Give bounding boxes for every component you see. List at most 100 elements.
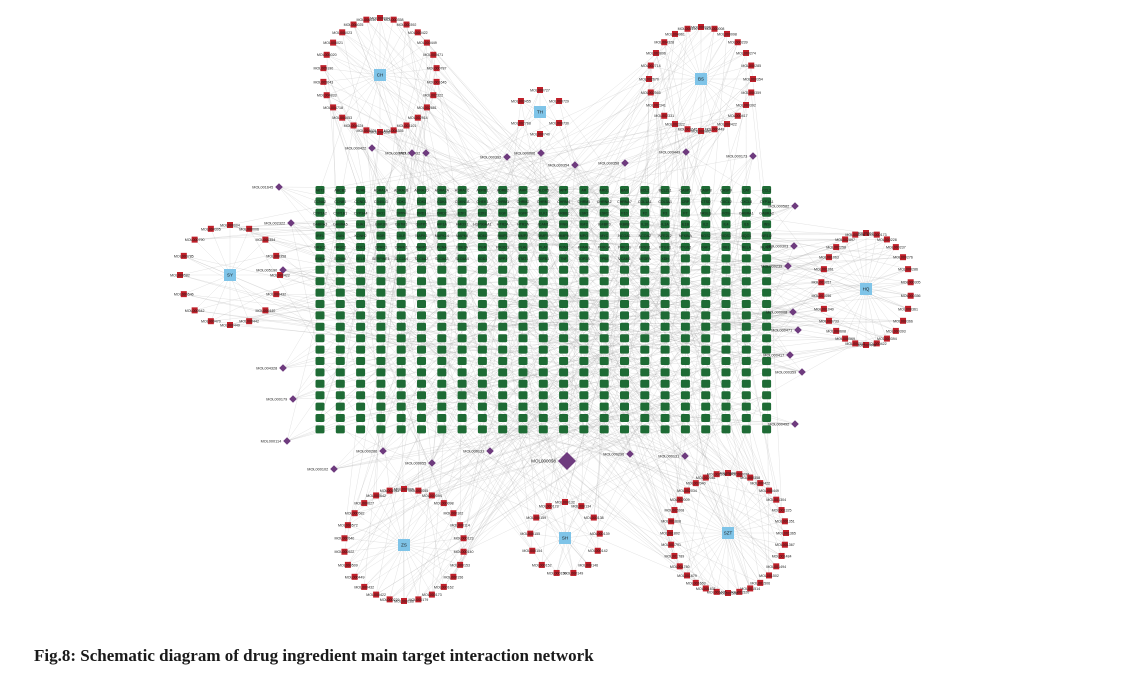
- target-node[interactable]: [640, 243, 650, 251]
- ingredient-node[interactable]: [652, 50, 659, 56]
- target-node[interactable]: [559, 379, 569, 388]
- target-node[interactable]: [538, 425, 548, 434]
- target-node[interactable]: [741, 334, 751, 343]
- target-node[interactable]: [457, 254, 467, 263]
- target-node[interactable]: [640, 288, 650, 297]
- shared-ingredient-node[interactable]: [275, 183, 283, 191]
- target-node[interactable]: [437, 277, 447, 286]
- target-node[interactable]: [762, 220, 772, 229]
- target-node[interactable]: [660, 345, 670, 354]
- shared-ingredient-node[interactable]: [368, 144, 376, 152]
- target-node[interactable]: [741, 208, 751, 217]
- target-node[interactable]: [538, 402, 548, 411]
- target-node[interactable]: [660, 254, 670, 263]
- target-node[interactable]: [721, 300, 731, 308]
- ingredient-node[interactable]: [450, 510, 457, 517]
- target-node[interactable]: [315, 265, 325, 274]
- target-node[interactable]: [701, 368, 711, 377]
- target-node[interactable]: [660, 368, 670, 377]
- target-node[interactable]: [376, 368, 386, 377]
- target-node[interactable]: [599, 243, 609, 251]
- ingredient-node[interactable]: [363, 127, 370, 134]
- target-node[interactable]: [579, 254, 589, 263]
- target-node[interactable]: [335, 197, 345, 206]
- target-node[interactable]: [640, 311, 650, 320]
- ingredient-node[interactable]: [457, 522, 464, 529]
- ingredient-node[interactable]: [341, 548, 348, 555]
- target-node[interactable]: [437, 300, 447, 308]
- target-node[interactable]: [559, 186, 569, 194]
- target-node[interactable]: [701, 186, 711, 194]
- ingredient-node[interactable]: [907, 292, 914, 299]
- target-node[interactable]: [579, 208, 589, 217]
- target-node[interactable]: [701, 197, 711, 206]
- target-node[interactable]: [335, 265, 345, 274]
- target-node[interactable]: [741, 265, 751, 274]
- target-node[interactable]: [437, 265, 447, 274]
- target-node[interactable]: [579, 368, 589, 377]
- target-node[interactable]: [599, 402, 609, 411]
- target-node[interactable]: [701, 322, 711, 331]
- target-node[interactable]: [498, 220, 508, 229]
- target-node[interactable]: [356, 391, 366, 400]
- target-node[interactable]: [335, 220, 345, 229]
- target-node[interactable]: [518, 402, 528, 411]
- target-node[interactable]: [620, 265, 629, 274]
- target-node[interactable]: [721, 231, 731, 240]
- target-node[interactable]: [640, 379, 650, 388]
- target-node[interactable]: [741, 402, 751, 411]
- ingredient-node[interactable]: [341, 535, 348, 542]
- ingredient-node[interactable]: [713, 471, 720, 478]
- target-node[interactable]: [417, 311, 426, 320]
- ingredient-node[interactable]: [351, 573, 358, 580]
- target-node[interactable]: [457, 265, 467, 274]
- ingredient-node[interactable]: [428, 591, 435, 598]
- target-node[interactable]: [518, 288, 528, 297]
- target-node[interactable]: [417, 254, 426, 263]
- ingredient-node[interactable]: [842, 236, 849, 243]
- target-node[interactable]: [620, 414, 629, 422]
- ingredient-node[interactable]: [676, 496, 683, 503]
- target-node[interactable]: [620, 277, 629, 286]
- target-node[interactable]: [660, 231, 670, 240]
- target-node[interactable]: [660, 357, 670, 365]
- shared-ingredient-node[interactable]: [279, 266, 287, 274]
- ingredient-node[interactable]: [460, 548, 467, 555]
- ingredient-node[interactable]: [842, 335, 849, 342]
- ingredient-node[interactable]: [207, 318, 214, 325]
- target-node[interactable]: [396, 368, 406, 377]
- target-node[interactable]: [376, 425, 386, 434]
- ingredient-node[interactable]: [652, 102, 659, 108]
- target-node[interactable]: [477, 186, 487, 194]
- target-node[interactable]: [701, 391, 711, 400]
- ingredient-node[interactable]: [711, 25, 718, 32]
- target-node[interactable]: [356, 311, 366, 320]
- target-node[interactable]: [498, 414, 508, 422]
- ingredient-node[interactable]: [377, 15, 383, 21]
- target-node[interactable]: [477, 243, 487, 251]
- ingredient-node[interactable]: [747, 585, 754, 592]
- ingredient-node[interactable]: [725, 470, 731, 476]
- target-node[interactable]: [417, 186, 426, 194]
- ingredient-node[interactable]: [711, 126, 718, 133]
- target-node[interactable]: [762, 379, 772, 388]
- ingredient-node[interactable]: [672, 121, 678, 128]
- target-node[interactable]: [620, 379, 629, 388]
- ingredient-node[interactable]: [757, 579, 764, 586]
- ingredient-node[interactable]: [460, 535, 467, 542]
- target-node[interactable]: [620, 300, 629, 308]
- target-node[interactable]: [315, 277, 325, 286]
- target-node[interactable]: [417, 425, 426, 434]
- target-node[interactable]: [477, 208, 487, 217]
- ingredient-node[interactable]: [713, 588, 720, 595]
- target-node[interactable]: [579, 379, 589, 388]
- target-node[interactable]: [315, 402, 325, 411]
- ingredient-node[interactable]: [646, 76, 652, 82]
- target-node[interactable]: [498, 391, 508, 400]
- target-node[interactable]: [538, 288, 548, 297]
- target-node[interactable]: [518, 243, 528, 251]
- ingredient-node[interactable]: [596, 530, 603, 537]
- target-node[interactable]: [356, 402, 366, 411]
- target-node[interactable]: [417, 288, 426, 297]
- ingredient-node[interactable]: [818, 279, 825, 286]
